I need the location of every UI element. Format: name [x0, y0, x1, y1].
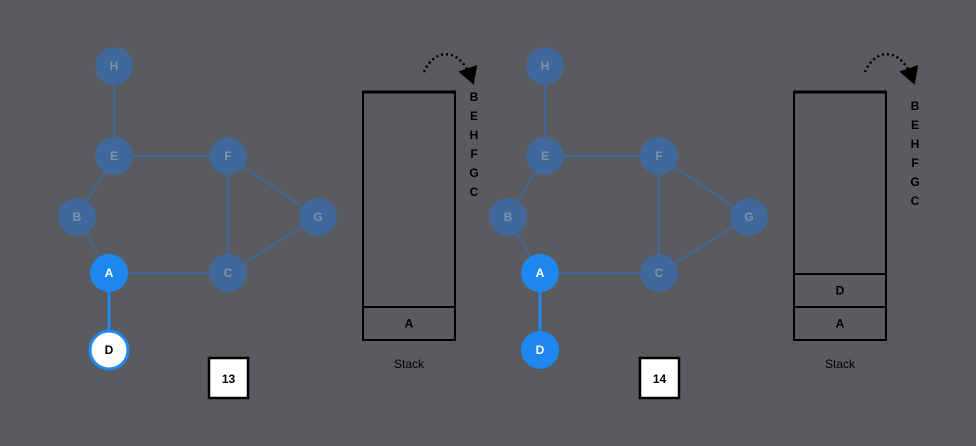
node-label: E — [110, 149, 118, 163]
order-item: H — [470, 128, 479, 142]
order-item: B — [911, 99, 920, 113]
node-circle — [95, 47, 133, 85]
node-circle — [95, 137, 133, 175]
node-circle — [90, 254, 128, 292]
stack-frame — [793, 91, 887, 341]
node-h: H — [95, 47, 133, 85]
stack-cell: A — [363, 306, 455, 331]
node-label: G — [744, 210, 753, 224]
node-f: F — [640, 137, 678, 175]
node-d: D — [521, 331, 559, 369]
node-label: F — [655, 149, 662, 163]
node-label: A — [536, 266, 545, 280]
stack-title: Stack — [394, 357, 425, 371]
order-item: C — [911, 194, 920, 208]
node-label: C — [655, 266, 664, 280]
node-c: C — [640, 254, 678, 292]
node-h: H — [526, 47, 564, 85]
stack-frame — [362, 91, 456, 341]
order-item: F — [470, 147, 477, 161]
stack-cell: A — [794, 306, 886, 331]
node-circle — [640, 254, 678, 292]
node-circle — [209, 137, 247, 175]
node-label: G — [313, 210, 322, 224]
node-circle — [88, 329, 130, 371]
node-f: F — [209, 137, 247, 175]
stack-cell: D — [794, 273, 886, 298]
node-label: H — [541, 59, 550, 73]
order-item: C — [470, 185, 479, 199]
node-label: D — [536, 343, 545, 357]
node-circle — [526, 47, 564, 85]
order-item: B — [470, 90, 479, 104]
step-number: 14 — [653, 372, 667, 386]
stack-cell-label: A — [405, 317, 414, 331]
node-circle — [521, 331, 559, 369]
step-number: 13 — [222, 372, 236, 386]
step-number-box: 13 — [207, 356, 250, 400]
node-a: A — [521, 254, 559, 292]
node-label: E — [541, 149, 549, 163]
node-circle — [299, 198, 337, 236]
node-circle — [521, 254, 559, 292]
order-item: F — [911, 156, 918, 170]
node-c: C — [209, 254, 247, 292]
node-g: G — [730, 198, 768, 236]
step-box-frame — [207, 356, 250, 400]
node-g: G — [299, 198, 337, 236]
stack: A D Stack — [793, 90, 887, 371]
node-circle — [489, 198, 527, 236]
node-a: A — [90, 254, 128, 292]
order-item: G — [910, 175, 919, 189]
node-label: C — [224, 266, 233, 280]
order-item: E — [470, 109, 478, 123]
node-e: E — [526, 137, 564, 175]
node-label: D — [105, 343, 114, 357]
step-number-box: 14 — [638, 356, 681, 400]
node-circle — [730, 198, 768, 236]
step-box-frame — [638, 356, 681, 400]
node-circle — [640, 137, 678, 175]
node-label: B — [504, 210, 513, 224]
node-label: H — [110, 59, 119, 73]
stack: A Stack — [362, 90, 456, 371]
stack-cell-label: D — [836, 284, 845, 298]
order-item: G — [469, 166, 478, 180]
node-label: A — [105, 266, 114, 280]
node-label: F — [224, 149, 231, 163]
node-circle — [58, 198, 96, 236]
node-e: E — [95, 137, 133, 175]
node-b: B — [489, 198, 527, 236]
node-circle — [526, 137, 564, 175]
node-b: B — [58, 198, 96, 236]
order-item: E — [911, 118, 919, 132]
node-label: B — [73, 210, 82, 224]
curved-arrow-icon — [863, 53, 919, 85]
curved-arrow-icon — [422, 53, 478, 85]
node-circle — [209, 254, 247, 292]
stack-cell-label: A — [836, 317, 845, 331]
order-item: H — [911, 137, 920, 151]
stack-title: Stack — [825, 357, 856, 371]
node-d: D — [88, 329, 130, 371]
